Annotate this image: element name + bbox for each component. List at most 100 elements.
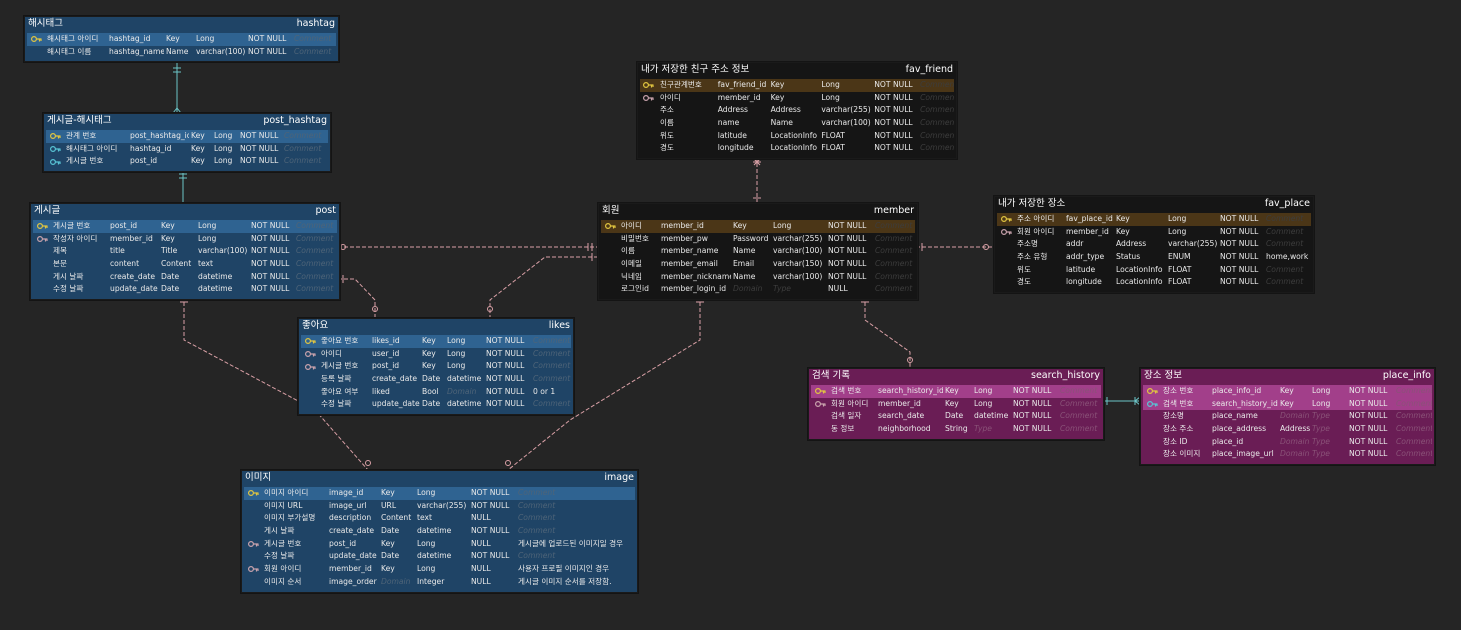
cell-logical: 로그인id — [621, 284, 649, 294]
cell-domain: LocationInfo — [1116, 277, 1163, 287]
cell-type: varchar(100) — [773, 271, 823, 281]
cell-null: NOT NULL — [1220, 214, 1259, 223]
cell-physical: update_date — [329, 551, 377, 561]
cell-null: NOT NULL — [240, 156, 279, 166]
rel-member-likes[interactable] — [489, 256, 598, 318]
cell-logical: 작성자 아이디 — [53, 233, 98, 243]
rel-post-likes[interactable] — [338, 278, 376, 318]
cell-logical: 회원 아이디 — [831, 398, 869, 408]
rel-member-image[interactable] — [507, 296, 701, 471]
cell-comment: Comment — [518, 526, 556, 536]
cell-physical: member_pw — [661, 233, 708, 243]
table-logical-name: 내가 저장한 장소 — [998, 197, 1066, 209]
cell-domain: Content — [161, 259, 192, 269]
cell-null: NOT NULL — [828, 233, 867, 243]
cell-comment: Comment — [284, 131, 322, 140]
cell-domain: Address — [770, 105, 801, 115]
rel-member-search-history[interactable] — [864, 296, 911, 368]
blank-key-slot — [301, 398, 319, 411]
cell-domain: Bool — [422, 386, 439, 396]
rel-post-image[interactable] — [183, 296, 369, 471]
cell-comment: Comment — [875, 246, 913, 256]
cell-domain: URL — [381, 500, 397, 510]
cell-type: Type — [773, 284, 791, 294]
cell-logical: 게시글 번호 — [321, 361, 359, 371]
cell-physical: search_history_id — [1212, 398, 1278, 408]
